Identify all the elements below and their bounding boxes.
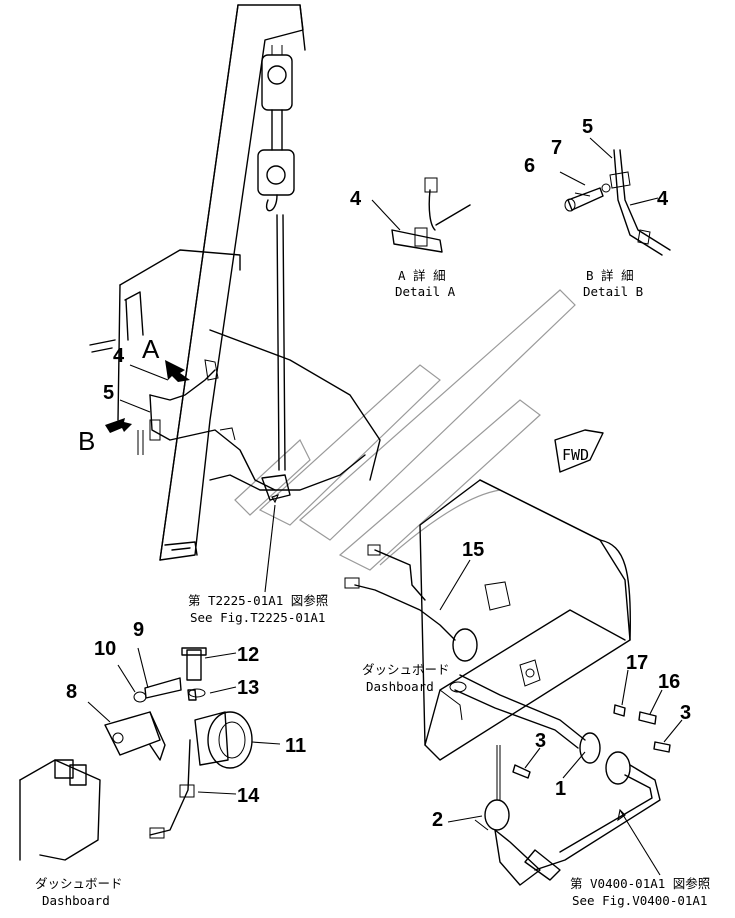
connector-assembly [454,674,661,886]
dashboard-label-jp-1: ダッシュボード [362,662,450,677]
see-fig-t2225-en: See Fig.T2225-01A1 [190,610,325,625]
detail-b-sketch [564,149,671,256]
view-arrows [105,360,190,433]
callout-1: 1 [555,778,566,800]
bracket-8 [104,711,166,761]
detail-b-caption-en: Detail B [583,284,643,299]
callout-14: 14 [237,785,260,807]
callout-11: 11 [285,735,306,757]
callout-10: 10 [94,638,116,660]
see-fig-t2225-jp: 第 T2225-01A1 図参照 [188,593,328,608]
callout-9: 9 [133,619,144,641]
cab-harness [149,359,291,501]
dashboard-label-en-2: Dashboard [42,893,110,908]
see-fig-v0400-jp: 第 V0400-01A1 図参照 [570,876,710,891]
leader-lines [87,137,683,876]
callout-5-detail-b: 5 [582,116,593,138]
callout-4-detail-b: 4 [657,188,669,210]
boom [159,4,306,561]
callout-17: 17 [626,652,648,674]
small-parts [449,681,671,831]
harness-15 [344,544,478,662]
view-a-label: A [142,334,160,364]
callout-4-detail-a: 4 [350,188,362,210]
view-b-label: B [78,426,95,456]
dashboard-label-jp-2: ダッシュボード [35,876,123,891]
detail-a-caption-en: Detail A [395,284,456,299]
callout-12: 12 [237,644,259,666]
fwd-label: FWD [562,446,589,464]
callout-2: 2 [432,809,443,831]
callout-15: 15 [462,539,484,561]
callout-8: 8 [66,681,77,703]
watermark-logo [234,289,576,571]
callout-3-middle: 3 [535,730,546,752]
dashboard-label-en-1: Dashboard [366,679,434,694]
callout-7: 7 [551,137,562,159]
callout-16: 16 [658,671,680,693]
callout-3-right: 3 [680,702,691,724]
dashboard-console [419,479,632,761]
detail-a-caption-jp: A 詳 細 [398,268,446,283]
gauge-assembly [133,647,253,839]
dashboard-bracket [19,759,101,861]
detail-b-caption-jp: B 詳 細 [586,268,634,283]
detail-a-sketch [391,177,471,253]
callout-6: 6 [524,155,535,177]
callout-4-cab: 4 [113,345,125,367]
callout-13: 13 [237,677,259,699]
fwd-arrow [554,429,604,473]
see-fig-v0400-en: See Fig.V0400-01A1 [572,893,707,908]
hook-block [257,45,295,471]
callout-5-cab: 5 [103,382,114,404]
cab-body [89,249,381,491]
